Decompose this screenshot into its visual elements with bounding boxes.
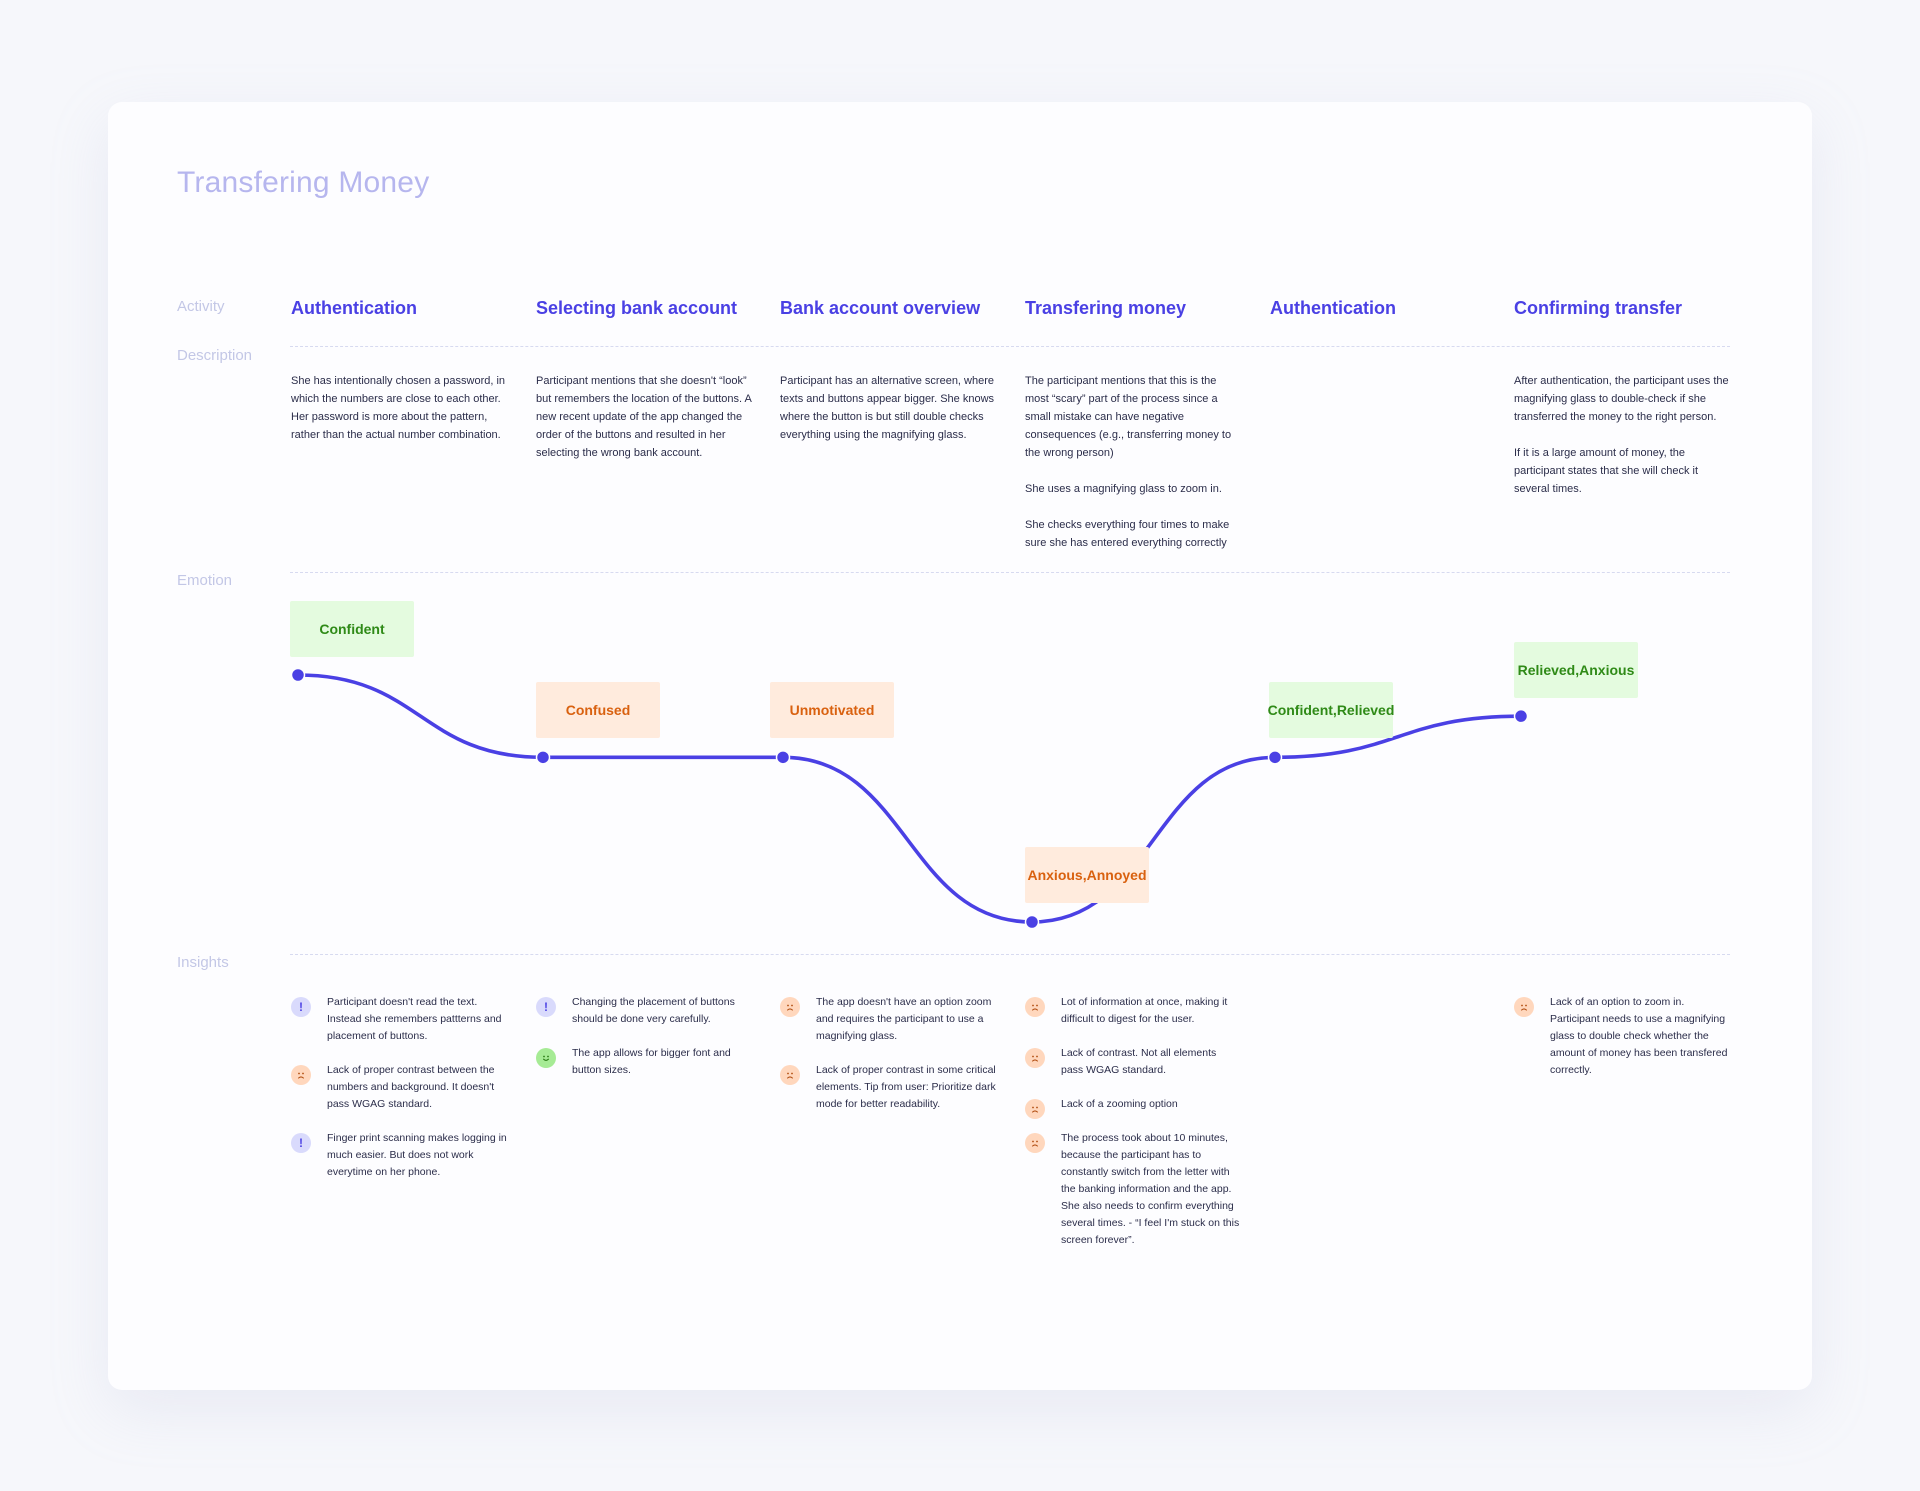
emotion-label-text: Annoyed: [1086, 867, 1147, 883]
insight-item: Lack of a zooming option: [1025, 1096, 1241, 1119]
emotion-label: Anxious,Annoyed: [1025, 847, 1149, 903]
description-paragraph: After authentication, the participant us…: [1514, 375, 1729, 423]
divider: [290, 572, 1730, 573]
insight-item: Lack of an option to zoom in. Participan…: [1514, 994, 1730, 1079]
emotion-label-text: Relieved,: [1517, 662, 1580, 678]
stage-description: After authentication, the participant us…: [1514, 372, 1732, 516]
description-paragraph: If it is a large amount of money, the pa…: [1514, 447, 1699, 495]
insight-item: The app doesn't have an option zoom and …: [780, 994, 996, 1045]
stage-description: The participant mentions that this is th…: [1025, 372, 1243, 570]
emotion-label-text: Relieved: [1336, 702, 1395, 718]
sad-face-icon: [1025, 1133, 1045, 1153]
emotion-label: Unmotivated: [770, 682, 894, 738]
insight-text: Lack of proper contrast in some critical…: [816, 1064, 996, 1110]
sad-face-icon: [291, 1065, 311, 1085]
description-paragraph: The participant mentions that this is th…: [1025, 375, 1232, 459]
insights-column: ! Participant doesn't read the text. Inst…: [291, 994, 507, 1198]
insight-item: The process took about 10 minutes, becau…: [1025, 1130, 1241, 1249]
description-paragraph: She has intentionally chosen a password,…: [291, 375, 506, 441]
insights-column: ! Changing the placement of buttons shoul…: [536, 994, 752, 1096]
description-paragraph: Participant mentions that she doesn't “l…: [536, 375, 752, 459]
insights-column: Lot of information at once, making it di…: [1025, 994, 1241, 1266]
row-label-insights: Insights: [177, 954, 229, 971]
insight-text: Lack of an option to zoom in. Participan…: [1550, 996, 1728, 1076]
insights-column: Lack of an option to zoom in. Participan…: [1514, 994, 1730, 1096]
insights-column: The app doesn't have an option zoom and …: [780, 994, 996, 1130]
stage-description: Participant has an alternative screen, w…: [780, 372, 998, 462]
emotion-label-text: Anxious,: [1027, 867, 1087, 883]
insight-text: Lack of a zooming option: [1061, 1098, 1178, 1110]
insight-text: Lack of contrast. Not all elements pass …: [1061, 1047, 1217, 1076]
sad-face-icon: [780, 1065, 800, 1085]
info-icon: !: [291, 1133, 311, 1153]
activity-title: Authentication: [1270, 298, 1396, 318]
sad-face-icon: [1025, 1048, 1045, 1068]
insight-item: The app allows for bigger font and butto…: [536, 1045, 752, 1079]
info-icon: !: [291, 997, 311, 1017]
activity-title: Bank account overview: [780, 298, 981, 318]
row-label-description: Description: [177, 347, 253, 364]
divider: [290, 954, 1730, 955]
insight-item: Lack of proper contrast in some critical…: [780, 1062, 996, 1113]
insight-item: ! Changing the placement of buttons shoul…: [536, 994, 752, 1028]
stage-description: She has intentionally chosen a password,…: [291, 372, 509, 462]
stage-description: Participant mentions that she doesn't “l…: [536, 372, 754, 480]
row-label-activity: Activity: [177, 298, 225, 315]
sad-face-icon: [1514, 997, 1534, 1017]
activity-title: Transfering money: [1025, 298, 1187, 318]
insight-item: ! Finger print scanning makes logging in …: [291, 1130, 507, 1181]
insight-text: Changing the placement of buttons should…: [572, 996, 735, 1025]
insight-text: Lot of information at once, making it di…: [1061, 996, 1228, 1025]
insight-item: Lack of contrast. Not all elements pass …: [1025, 1045, 1241, 1079]
emotion-label-text: Anxious: [1579, 662, 1635, 678]
insight-text: The app doesn't have an option zoom and …: [816, 996, 992, 1042]
emotion-label: Confident,Relieved: [1267, 682, 1395, 738]
emotion-label: Confused: [536, 682, 660, 738]
insight-text: Finger print scanning makes logging in m…: [327, 1132, 507, 1178]
insight-text: The process took about 10 minutes, becau…: [1061, 1132, 1240, 1246]
insight-item: Lot of information at once, making it di…: [1025, 994, 1241, 1028]
activity-title: Selecting bank account: [536, 298, 738, 318]
emotion-label-text: Confused: [565, 702, 631, 718]
divider: [290, 346, 1730, 347]
emotion-label: Confident: [290, 601, 414, 657]
sad-face-icon: [1025, 1099, 1045, 1119]
page-title: Transfering Money: [177, 166, 430, 199]
insight-text: Participant doesn't read the text. Inste…: [327, 996, 502, 1042]
insight-item: ! Participant doesn't read the text. Inst…: [291, 994, 507, 1045]
emotion-label-text: Unmotivated: [789, 702, 875, 718]
description-paragraph: She uses a magnifying glass to zoom in.: [1025, 483, 1222, 495]
sad-face-icon: [1025, 997, 1045, 1017]
activity-title: Confirming transfer: [1514, 298, 1683, 318]
insight-text: Lack of proper contrast between the numb…: [327, 1064, 495, 1110]
emotion-label-text: Confident,: [1267, 702, 1337, 718]
happy-face-icon: [536, 1048, 556, 1068]
description-paragraph: She checks everything four times to make…: [1025, 519, 1230, 549]
description-paragraph: Participant has an alternative screen, w…: [780, 375, 995, 441]
insight-item: Lack of proper contrast between the numb…: [291, 1062, 507, 1113]
activity-title: Authentication: [291, 298, 417, 318]
emotion-label: Relieved,Anxious: [1514, 642, 1638, 698]
info-icon: !: [536, 997, 556, 1017]
row-label-emotion: Emotion: [177, 572, 233, 589]
emotion-label-text: Confident: [319, 621, 385, 637]
sad-face-icon: [780, 997, 800, 1017]
insight-text: The app allows for bigger font and butto…: [572, 1047, 731, 1076]
